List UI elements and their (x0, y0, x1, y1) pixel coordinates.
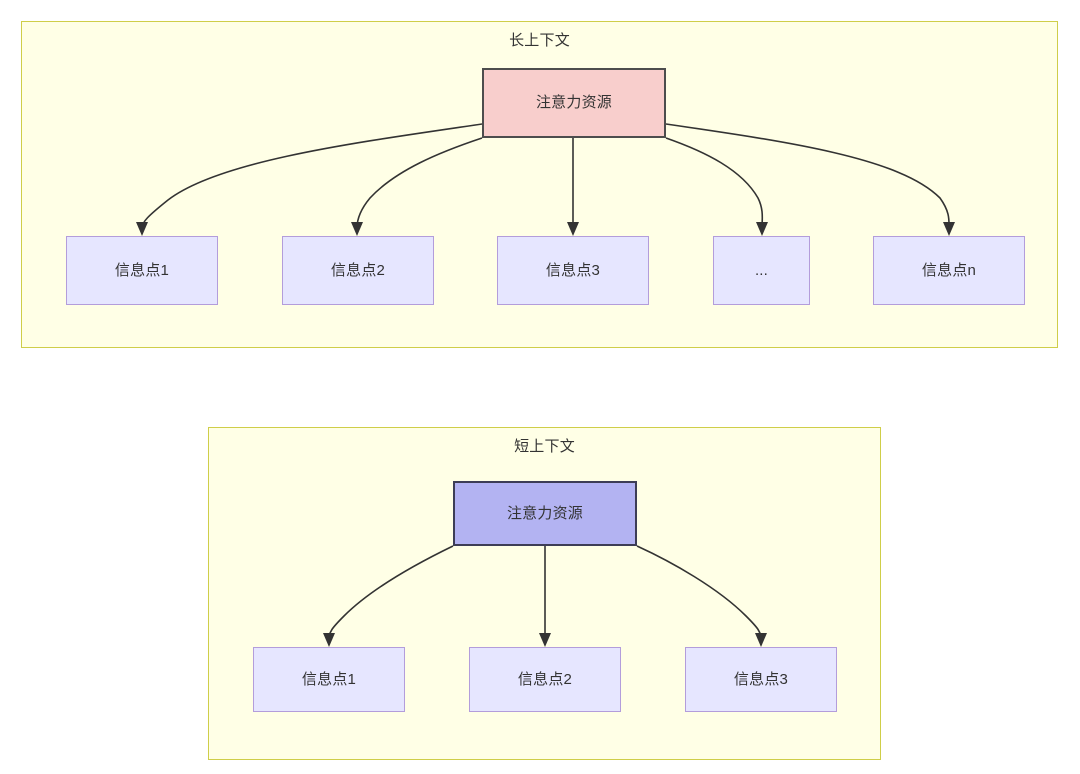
node-label: 信息点3 (545, 261, 601, 279)
node-info-point-1-short[interactable]: 信息点1 (253, 647, 405, 712)
node-info-point-2-short[interactable]: 信息点2 (469, 647, 621, 712)
node-label: 注意力资源 (535, 94, 612, 111)
node-info-point-2-long[interactable]: 信息点2 (282, 236, 434, 305)
node-label: 注意力资源 (506, 504, 583, 522)
node-info-point-3-long[interactable]: 信息点3 (497, 236, 649, 305)
node-attention-resource-short[interactable]: 注意力资源 (453, 481, 637, 546)
node-label: 信息点2 (517, 670, 573, 688)
node-info-point-3-short[interactable]: 信息点3 (685, 647, 837, 712)
node-info-point-ellipsis-long[interactable]: ... (713, 236, 810, 305)
node-attention-resource-long[interactable]: 注意力资源 (482, 68, 666, 138)
node-info-point-n-long[interactable]: 信息点n (873, 236, 1025, 305)
node-info-point-1-long[interactable]: 信息点1 (66, 236, 218, 305)
node-label: 信息点1 (301, 670, 357, 688)
node-label: ... (754, 261, 769, 279)
node-label: 信息点n (921, 261, 977, 279)
group-short-context-title: 短上下文 (514, 438, 575, 455)
node-label: 信息点3 (733, 670, 789, 688)
node-label: 信息点2 (330, 261, 386, 279)
node-label: 信息点1 (114, 261, 170, 279)
group-long-context-title: 长上下文 (509, 32, 570, 49)
